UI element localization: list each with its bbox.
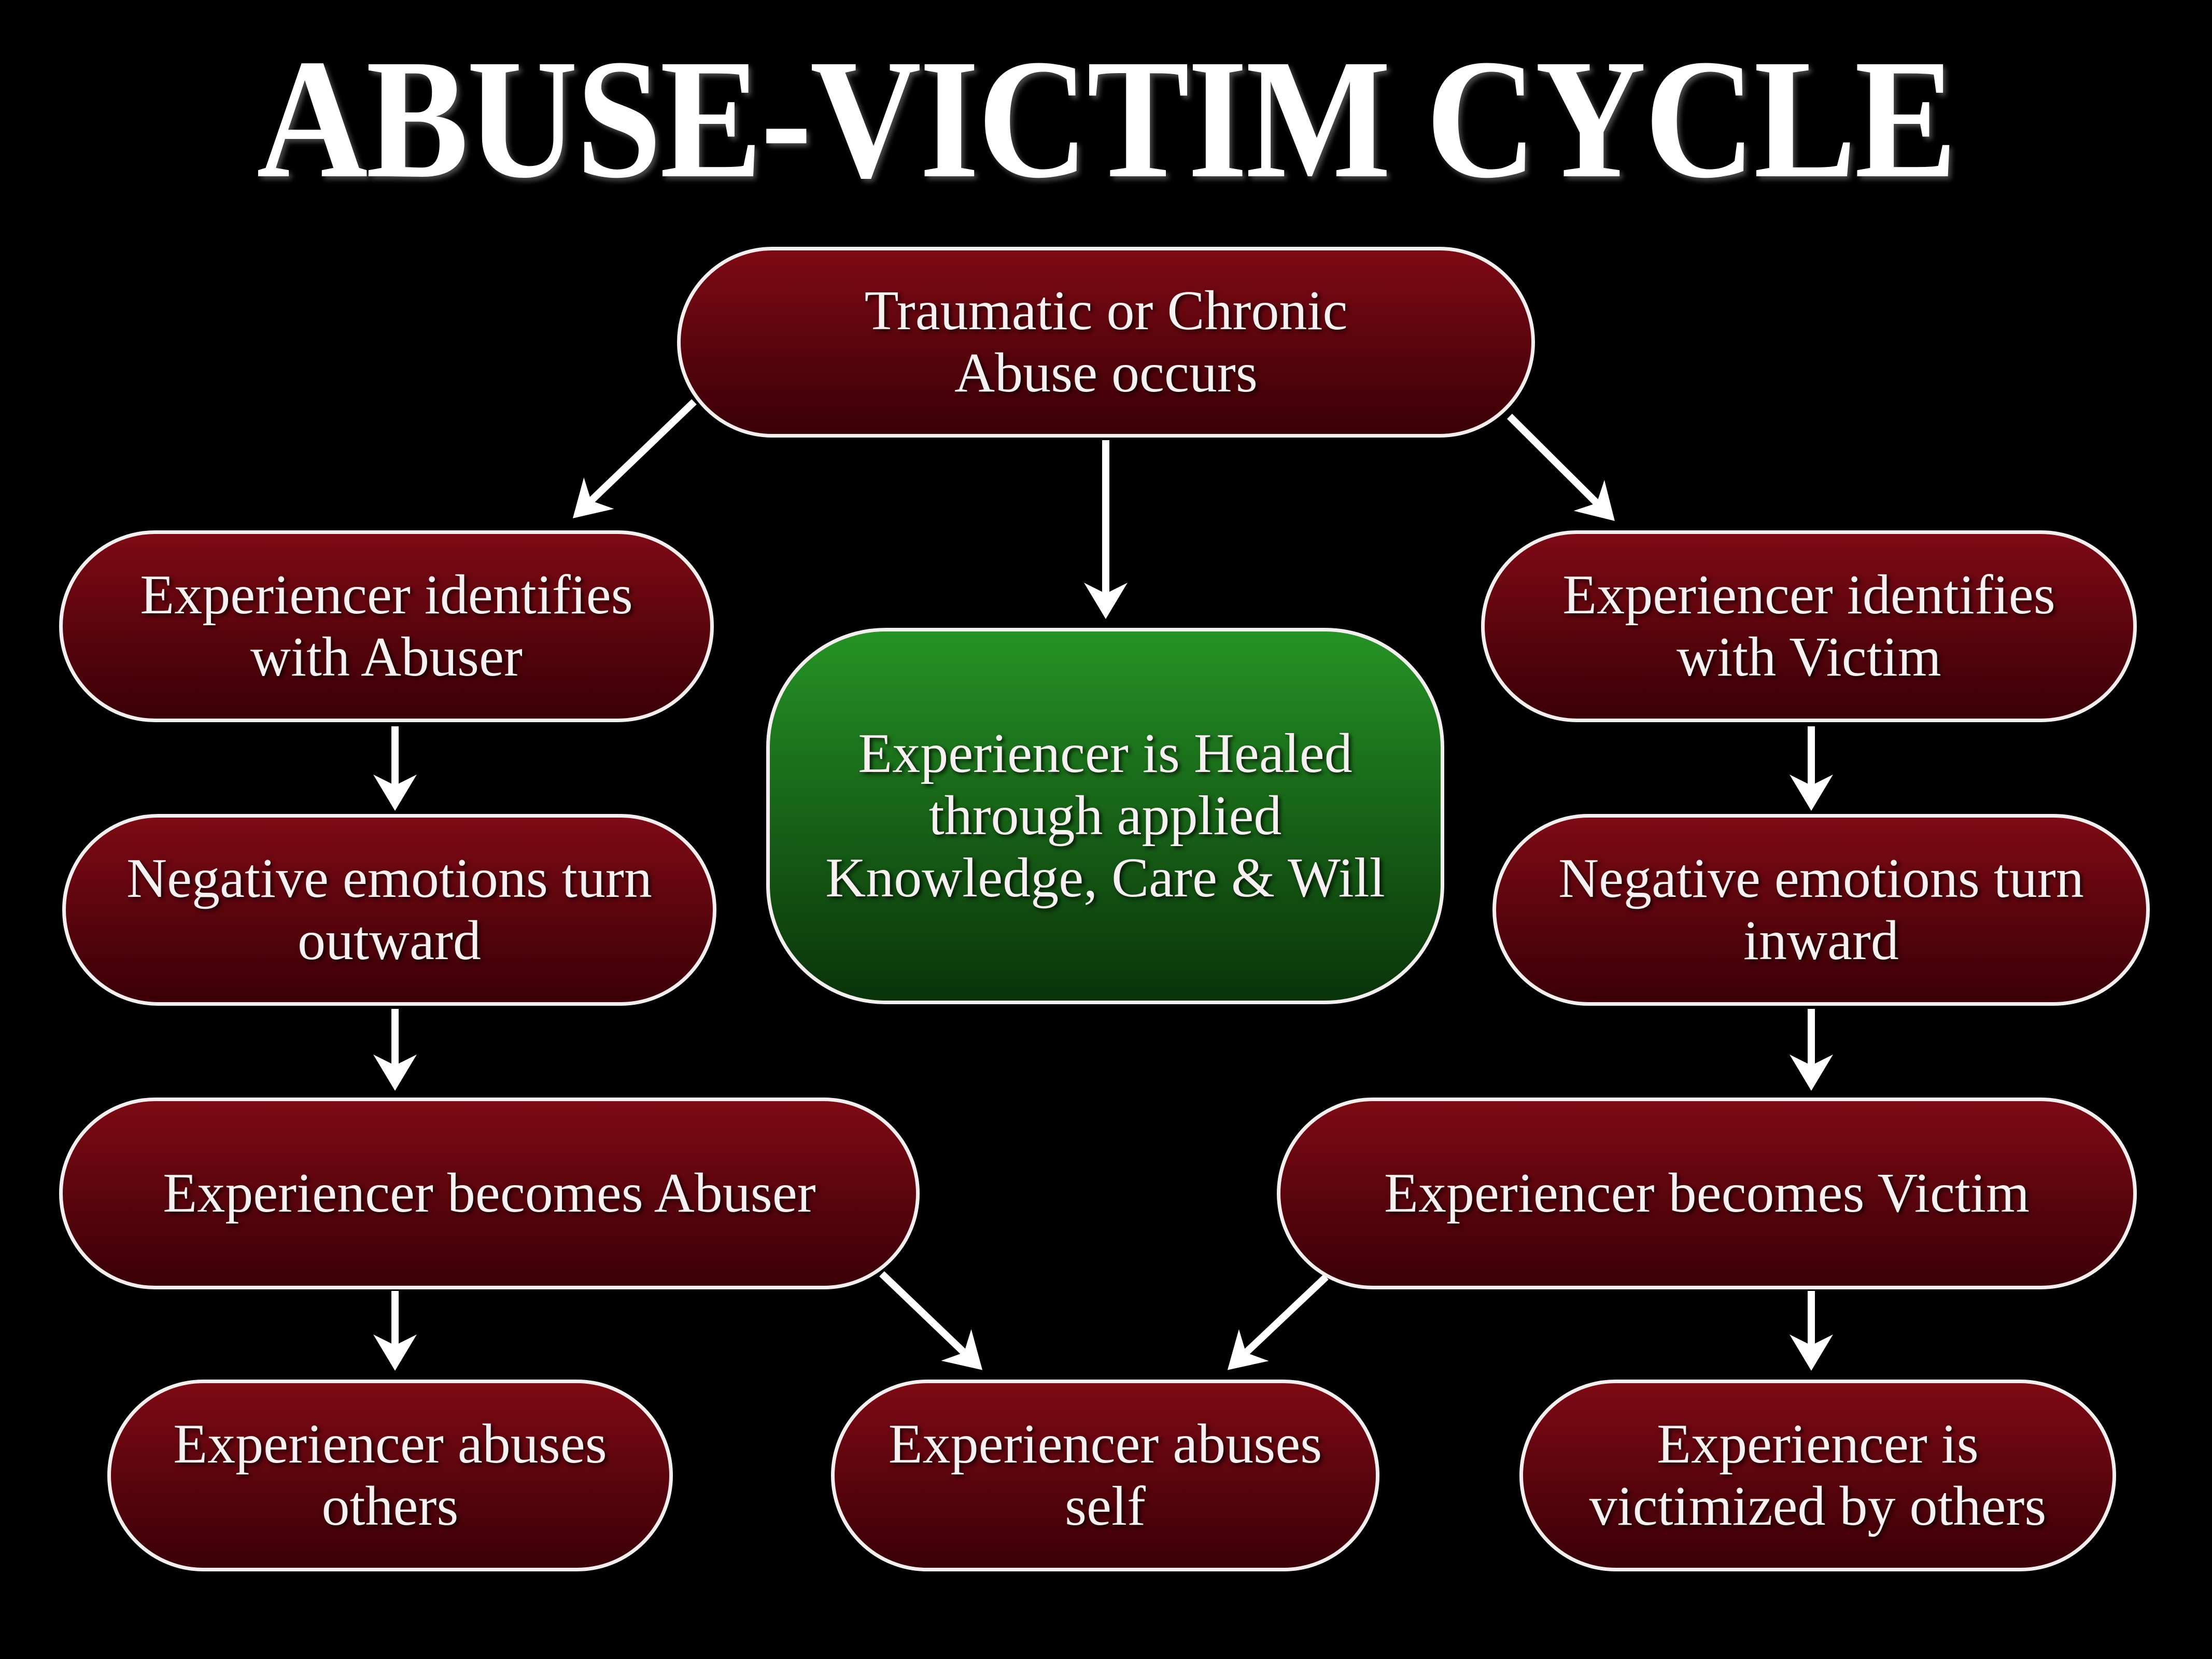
node-abuses-others: Experiencer abuses others [107, 1380, 673, 1571]
arrow-abuser-to-abuses-self [879, 1271, 983, 1370]
diagram-title: ABUSE-VICTIM CYCLE [257, 24, 1957, 214]
node-label: Experiencer becomes Abuser [163, 1162, 816, 1224]
node-identifies-with-victim: Experiencer identifies with Victim [1481, 530, 2137, 722]
node-becomes-victim: Experiencer becomes Victim [1277, 1098, 2137, 1289]
node-becomes-abuser: Experiencer becomes Abuser [59, 1098, 920, 1289]
arrow-victim-to-abuses-self [1227, 1274, 1329, 1370]
node-label: Experiencer is victimized by others [1589, 1413, 2047, 1537]
node-label: Experiencer is Healed through applied Kn… [825, 723, 1385, 909]
arrow-start-to-victim [1507, 414, 1615, 521]
node-identifies-with-abuser: Experiencer identifies with Abuser [59, 530, 714, 722]
node-label: Experiencer identifies with Victim [1562, 564, 2055, 688]
node-emotions-inward: Negative emotions turn inward [1492, 814, 2150, 1006]
node-label: Experiencer becomes Victim [1384, 1162, 2030, 1224]
node-emotions-outward: Negative emotions turn outward [62, 814, 716, 1006]
node-abuse-occurs: Traumatic or Chronic Abuse occurs [677, 247, 1535, 438]
node-label: Negative emotions turn inward [1558, 848, 2084, 972]
node-label: Traumatic or Chronic Abuse occurs [864, 280, 1348, 404]
node-label: Negative emotions turn outward [126, 848, 652, 972]
node-label: Experiencer abuses self [888, 1413, 1322, 1537]
node-victimized-by-others: Experiencer is victimized by others [1519, 1380, 2116, 1571]
node-abuses-self: Experiencer abuses self [831, 1380, 1379, 1571]
arrow-start-to-abuser [572, 399, 697, 518]
node-healed: Experiencer is Healed through applied Kn… [766, 628, 1444, 1004]
node-label: Experiencer identifies with Abuser [140, 564, 633, 688]
node-label: Experiencer abuses others [173, 1413, 607, 1537]
